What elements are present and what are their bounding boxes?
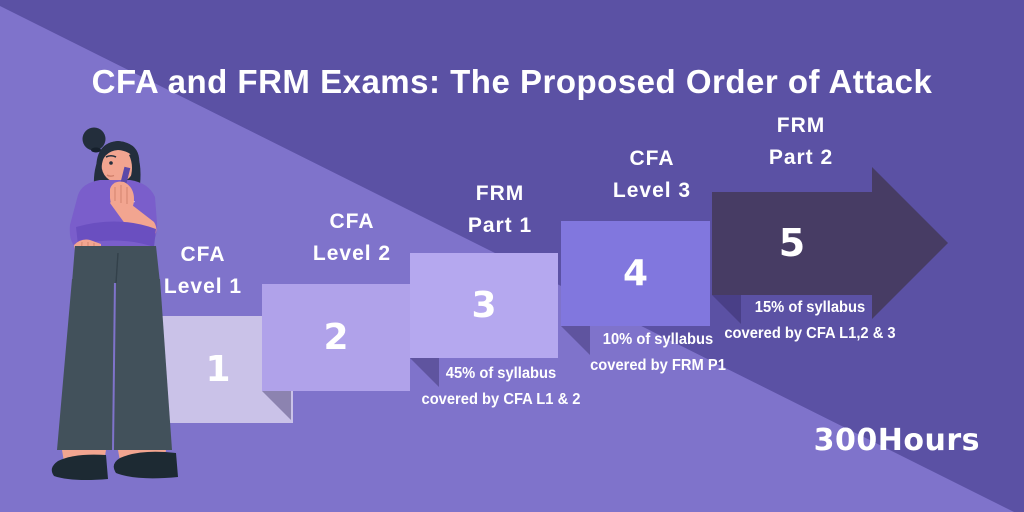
step-3-label-line1: FRM <box>475 182 525 205</box>
step-3-syllabus-note: 45% of syllabus covered by CFA L1 & 2 <box>391 361 612 413</box>
shoe-right <box>113 451 178 479</box>
woman-thinking-illustration <box>51 127 178 480</box>
hair-strand-left <box>93 155 104 186</box>
step-5-label: FRM Part 2 <box>711 110 891 174</box>
eyebrow <box>105 154 117 158</box>
step-2-label-line2: Level 2 <box>312 242 392 265</box>
hand <box>110 181 134 213</box>
step-4-number: 4 <box>622 253 649 294</box>
eye <box>109 161 113 165</box>
brand-logo: 300Hours <box>813 423 980 458</box>
step-4-syllabus-note: 10% of syllabus covered by FRM P1 <box>548 327 769 379</box>
step-4-label: CFA Level 3 <box>562 143 742 207</box>
step-1-label: CFA Level 1 <box>113 239 293 303</box>
step-2-box: 2 <box>262 284 410 391</box>
step-3-box: 3 <box>410 253 558 358</box>
step-5-number: 5 <box>778 221 806 265</box>
step-4-box: 4 <box>561 221 710 326</box>
step-3-note-line2: covered by CFA L1 & 2 <box>421 391 581 408</box>
step-5-note-line2: covered by CFA L1,2 & 3 <box>724 325 896 342</box>
step-2-label-line1: CFA <box>329 210 375 233</box>
trousers-hips <box>72 246 160 283</box>
step-3-label-line2: Part 1 <box>467 214 533 237</box>
step-5-label-line2: Part 2 <box>768 146 834 169</box>
step-2-label: CFA Level 2 <box>262 206 442 270</box>
step-2-number: 2 <box>323 317 349 358</box>
hair-strand-right <box>129 153 140 184</box>
step-5-label-line1: FRM <box>776 114 826 137</box>
trouser-leg-left <box>57 279 114 450</box>
trouser-leg-right <box>114 279 172 450</box>
step-3-number: 3 <box>471 285 497 326</box>
mouth <box>106 174 115 177</box>
step-1-label-line2: Level 1 <box>163 275 243 298</box>
step-5-syllabus-note: 15% of syllabus covered by CFA L1,2 & 3 <box>700 295 921 347</box>
step-4-note-line2: covered by FRM P1 <box>590 357 726 374</box>
step-1-label-line1: CFA <box>180 243 226 266</box>
step-1-number: 1 <box>205 349 231 390</box>
step-5-note-line1: 15% of syllabus <box>754 299 866 316</box>
step-3-note-line1: 45% of syllabus <box>445 365 557 382</box>
hair-front <box>99 141 140 169</box>
page-title: CFA and FRM Exams: The Proposed Order of… <box>91 63 933 100</box>
sleeve <box>76 221 156 247</box>
hair-bun <box>82 127 106 151</box>
step-4-note-line1: 10% of syllabus <box>602 331 714 348</box>
step-4-label-line1: CFA <box>629 147 675 170</box>
step-3-label: FRM Part 1 <box>410 178 590 242</box>
shoe-left <box>51 454 108 480</box>
step-4-label-line2: Level 3 <box>612 179 692 202</box>
